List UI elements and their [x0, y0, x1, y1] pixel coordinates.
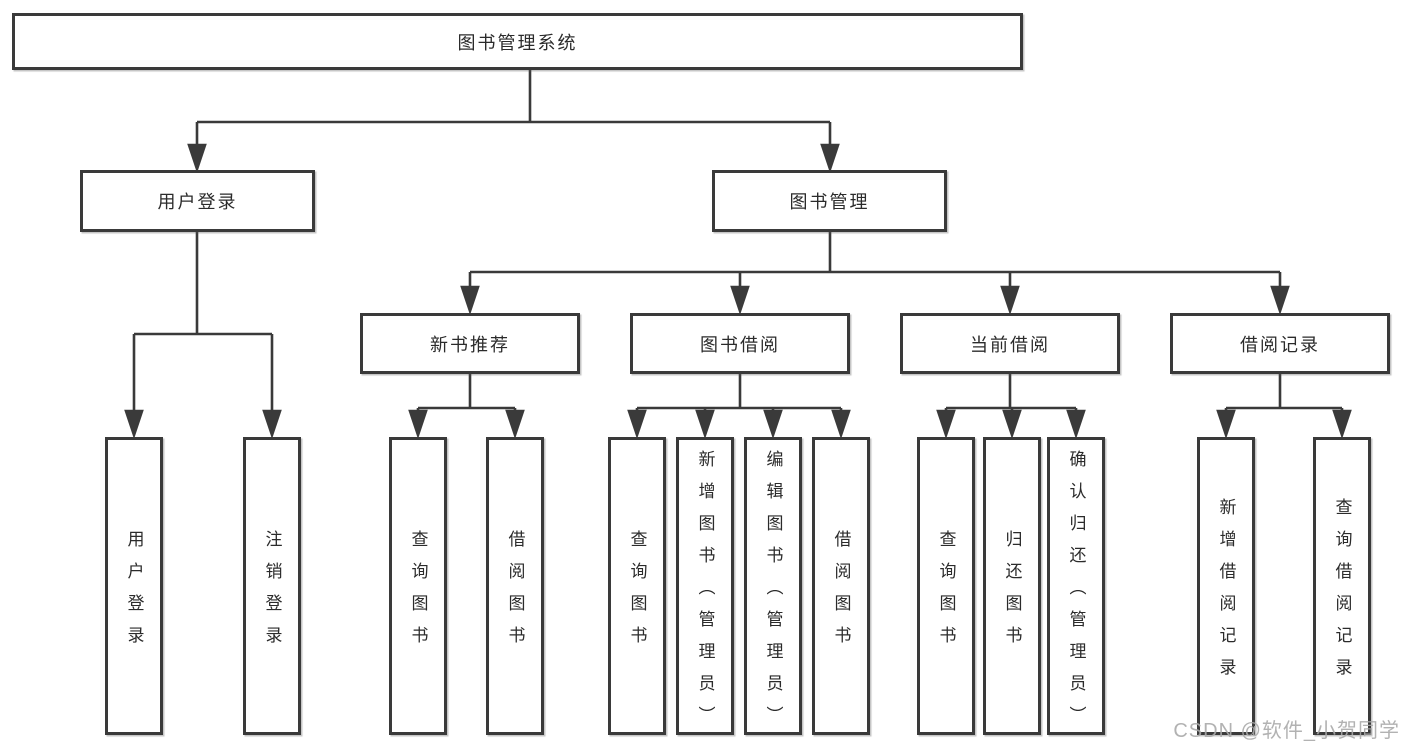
- leaf-current-query-books: 查询图书: [917, 437, 975, 735]
- leaf-user-login: 用户登录: [105, 437, 163, 735]
- node-current-borrowing-label: 当前借阅: [970, 334, 1050, 355]
- leaf-current-return-books-label: 归还图书: [1002, 529, 1022, 658]
- connector-book-borrow-branch: [627, 374, 851, 440]
- node-book-borrowing: 图书借阅: [630, 313, 850, 374]
- node-root-system-label: 图书管理系统: [457, 32, 578, 53]
- leaf-current-query-books-label: 查询图书: [936, 529, 956, 658]
- leaf-borrowing-query-books: 查询图书: [608, 437, 666, 735]
- leaf-current-confirm-return-admin-label: 确认归还（管理员）: [1066, 449, 1086, 738]
- leaf-records-query-record: 查询借阅记录: [1313, 437, 1371, 735]
- leaf-records-add-record-label: 新增借阅记录: [1216, 497, 1236, 690]
- node-book-management-label: 图书管理: [789, 192, 870, 212]
- leaf-borrowing-borrow-books: 借阅图书: [812, 437, 870, 735]
- leaf-user-login-label: 用户登录: [124, 529, 144, 658]
- node-book-management: 图书管理: [712, 170, 947, 232]
- node-borrowing-records: 借阅记录: [1170, 313, 1390, 374]
- connector-new-book-branch: [408, 374, 525, 440]
- leaf-newbook-borrow-books: 借阅图书: [486, 437, 544, 735]
- node-new-book-recommend-label: 新书推荐: [430, 334, 510, 355]
- node-borrowing-records-label: 借阅记录: [1240, 334, 1320, 355]
- leaf-newbook-borrow-books-label: 借阅图书: [505, 529, 525, 658]
- leaf-records-query-record-label: 查询借阅记录: [1332, 497, 1352, 690]
- leaf-current-return-books: 归还图书: [983, 437, 1041, 735]
- connector-current-borrow-branch: [936, 374, 1086, 440]
- leaf-borrowing-edit-books-admin-label: 编辑图书（管理员）: [763, 449, 783, 738]
- leaf-borrowing-add-books-admin-label: 新增图书（管理员）: [695, 449, 715, 738]
- node-book-borrowing-label: 图书借阅: [700, 334, 780, 355]
- leaf-current-confirm-return-admin: 确认归还（管理员）: [1047, 437, 1105, 738]
- connector-book-mgmt-branch: [460, 232, 1290, 316]
- node-root-system: 图书管理系统: [12, 13, 1023, 70]
- leaf-records-add-record: 新增借阅记录: [1197, 437, 1255, 735]
- leaf-newbook-query-books-label: 查询图书: [408, 529, 428, 658]
- leaf-borrowing-borrow-books-label: 借阅图书: [831, 529, 851, 658]
- leaf-borrowing-add-books-admin: 新增图书（管理员）: [676, 437, 734, 738]
- connector-root-to-level2: [187, 70, 840, 174]
- connector-user-login-branch: [124, 232, 282, 440]
- leaf-logout: 注销登录: [243, 437, 301, 735]
- connector-borrow-records-branch: [1216, 374, 1352, 440]
- node-new-book-recommend: 新书推荐: [360, 313, 580, 374]
- leaf-logout-label: 注销登录: [262, 529, 282, 658]
- leaf-borrowing-edit-books-admin: 编辑图书（管理员）: [744, 437, 802, 738]
- node-user-login-group: 用户登录: [80, 170, 315, 232]
- node-user-login-group-label: 用户登录: [157, 192, 238, 212]
- leaf-borrowing-query-books-label: 查询图书: [627, 529, 647, 658]
- node-current-borrowing: 当前借阅: [900, 313, 1120, 374]
- leaf-newbook-query-books: 查询图书: [389, 437, 447, 735]
